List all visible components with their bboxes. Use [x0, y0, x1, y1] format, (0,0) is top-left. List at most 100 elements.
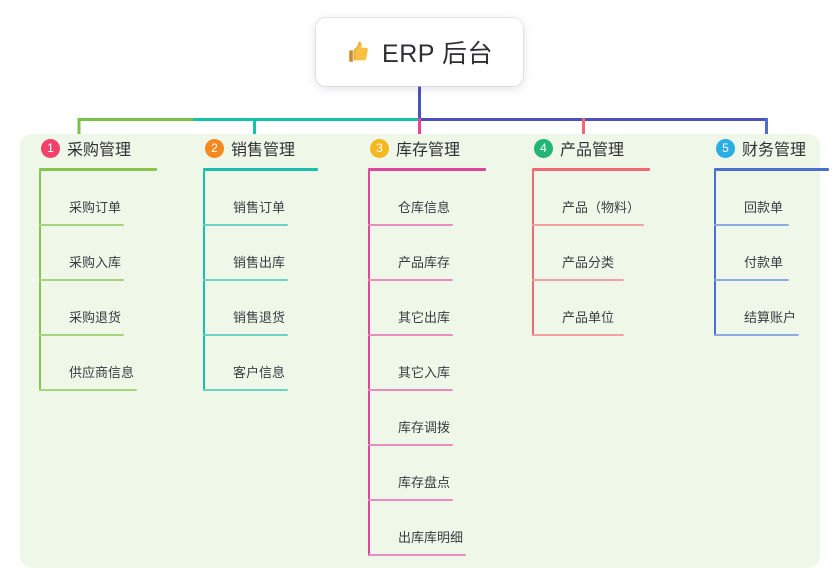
list-item-label: 库存调拨: [398, 420, 451, 435]
list-item-rule: [368, 224, 453, 226]
list-item-rule: [532, 279, 624, 281]
column-header-rule-3: [368, 168, 486, 171]
column-items-1: 采购订单采购入库采购退货供应商信息: [39, 171, 157, 391]
column-title-1: 采购管理: [67, 142, 132, 159]
list-item[interactable]: 采购退货: [39, 281, 157, 336]
list-item-label: 客户信息: [233, 365, 286, 380]
list-item-label: 销售出库: [233, 255, 286, 270]
column-header-2[interactable]: 2 销售管理: [203, 134, 318, 162]
list-item-label: 仓库信息: [398, 200, 451, 215]
list-item-rule: [39, 279, 124, 281]
list-item[interactable]: 付款单: [714, 226, 829, 281]
list-item-label: 产品分类: [562, 255, 615, 270]
list-item[interactable]: 库存调拨: [368, 391, 486, 446]
column-stem-2: [203, 171, 205, 391]
root-node-title: ERP 后台: [382, 40, 493, 68]
column-badge-3: 3: [370, 138, 389, 158]
list-item[interactable]: 其它出库: [368, 281, 486, 336]
list-item-label: 结算账户: [744, 310, 797, 325]
list-item-rule: [203, 334, 288, 336]
column-2: 2 销售管理销售订单销售出库销售退货客户信息: [203, 134, 318, 391]
list-item-rule: [714, 279, 789, 281]
list-item-rule: [368, 554, 466, 556]
list-item[interactable]: 采购订单: [39, 171, 157, 226]
column-header-1[interactable]: 1 采购管理: [39, 134, 157, 162]
column-3: 3 库存管理仓库信息产品库存其它出库其它入库库存调拨库存盘点出库库明细: [368, 134, 486, 556]
list-item-rule: [532, 224, 644, 226]
column-title-2: 销售管理: [231, 142, 296, 159]
list-item-label: 出库库明细: [398, 530, 464, 545]
list-item[interactable]: 产品库存: [368, 226, 486, 281]
list-item-rule: [532, 334, 624, 336]
column-badge-2: 2: [205, 138, 224, 158]
list-item[interactable]: 仓库信息: [368, 171, 486, 226]
list-item-label: 产品单位: [562, 310, 615, 325]
list-item-label: 采购订单: [69, 200, 122, 215]
list-item[interactable]: 出库库明细: [368, 501, 486, 556]
column-title-3: 库存管理: [396, 142, 461, 159]
column-stem-1: [39, 171, 41, 391]
list-item-label: 采购入库: [69, 255, 122, 270]
list-item-label: 销售订单: [233, 200, 286, 215]
list-item[interactable]: 库存盘点: [368, 446, 486, 501]
list-item-label: 产品库存: [398, 255, 451, 270]
list-item[interactable]: 结算账户: [714, 281, 829, 336]
column-items-4: 产品（物料） 产品分类产品单位: [532, 171, 650, 336]
list-item-rule: [39, 334, 124, 336]
column-title-5: 财务管理: [742, 142, 807, 159]
list-item-label: 销售退货: [233, 310, 286, 325]
column-header-rule-2: [203, 168, 318, 171]
list-item-rule: [203, 389, 288, 391]
column-header-5[interactable]: 5 财务管理: [714, 134, 829, 162]
column-header-3[interactable]: 3 库存管理: [368, 134, 486, 162]
column-header-rule-4: [532, 168, 650, 171]
list-item-label: 库存盘点: [398, 475, 451, 490]
list-item-label: 回款单: [744, 200, 784, 215]
list-item[interactable]: 供应商信息: [39, 336, 157, 391]
column-title-4: 产品管理: [560, 142, 625, 159]
list-item[interactable]: 销售退货: [203, 281, 318, 336]
root-node-content: ERP 后台: [346, 34, 493, 70]
column-badge-5: 5: [716, 138, 735, 158]
list-item-rule: [203, 224, 288, 226]
column-stem-5: [714, 171, 716, 336]
list-item[interactable]: 客户信息: [203, 336, 318, 391]
list-item-label: 采购退货: [69, 310, 122, 325]
list-item[interactable]: 产品（物料）: [532, 171, 650, 226]
list-item-rule: [368, 334, 453, 336]
list-item-rule: [39, 224, 124, 226]
list-item[interactable]: 销售出库: [203, 226, 318, 281]
list-item[interactable]: 采购入库: [39, 226, 157, 281]
list-item-rule: [203, 279, 288, 281]
list-item-rule: [368, 499, 453, 501]
list-item[interactable]: 其它入库: [368, 336, 486, 391]
column-stem-3: [368, 171, 370, 556]
list-item-label: 其它入库: [398, 365, 451, 380]
column-badge-1: 1: [41, 138, 60, 158]
list-item-rule: [714, 334, 799, 336]
list-item-rule: [368, 444, 453, 446]
column-items-2: 销售订单销售出库销售退货客户信息: [203, 171, 318, 391]
list-item[interactable]: 回款单: [714, 171, 829, 226]
list-item[interactable]: 销售订单: [203, 171, 318, 226]
column-items-3: 仓库信息产品库存其它出库其它入库库存调拨库存盘点出库库明细: [368, 171, 486, 556]
list-item-label: 付款单: [744, 255, 784, 270]
column-stem-4: [532, 171, 534, 336]
column-1: 1 采购管理采购订单采购入库采购退货供应商信息: [39, 134, 157, 391]
thumbs-up-icon: [349, 41, 368, 62]
columns-panel: 1 采购管理采购订单采购入库采购退货供应商信息 2 销售管理销售订单销售出库销售退货客…: [20, 134, 829, 568]
list-item-rule: [368, 279, 453, 281]
list-item-rule: [39, 389, 137, 391]
list-item-label: 产品（物料）: [562, 200, 641, 215]
list-item-label: 供应商信息: [69, 365, 135, 380]
list-item[interactable]: 产品单位: [532, 281, 650, 336]
column-header-rule-5: [714, 168, 829, 171]
list-item-label: 其它出库: [398, 310, 451, 325]
column-items-5: 回款单付款单结算账户: [714, 171, 829, 336]
root-node-card[interactable]: ERP 后台: [316, 18, 523, 86]
list-item[interactable]: 产品分类: [532, 226, 650, 281]
list-item-rule: [368, 389, 453, 391]
